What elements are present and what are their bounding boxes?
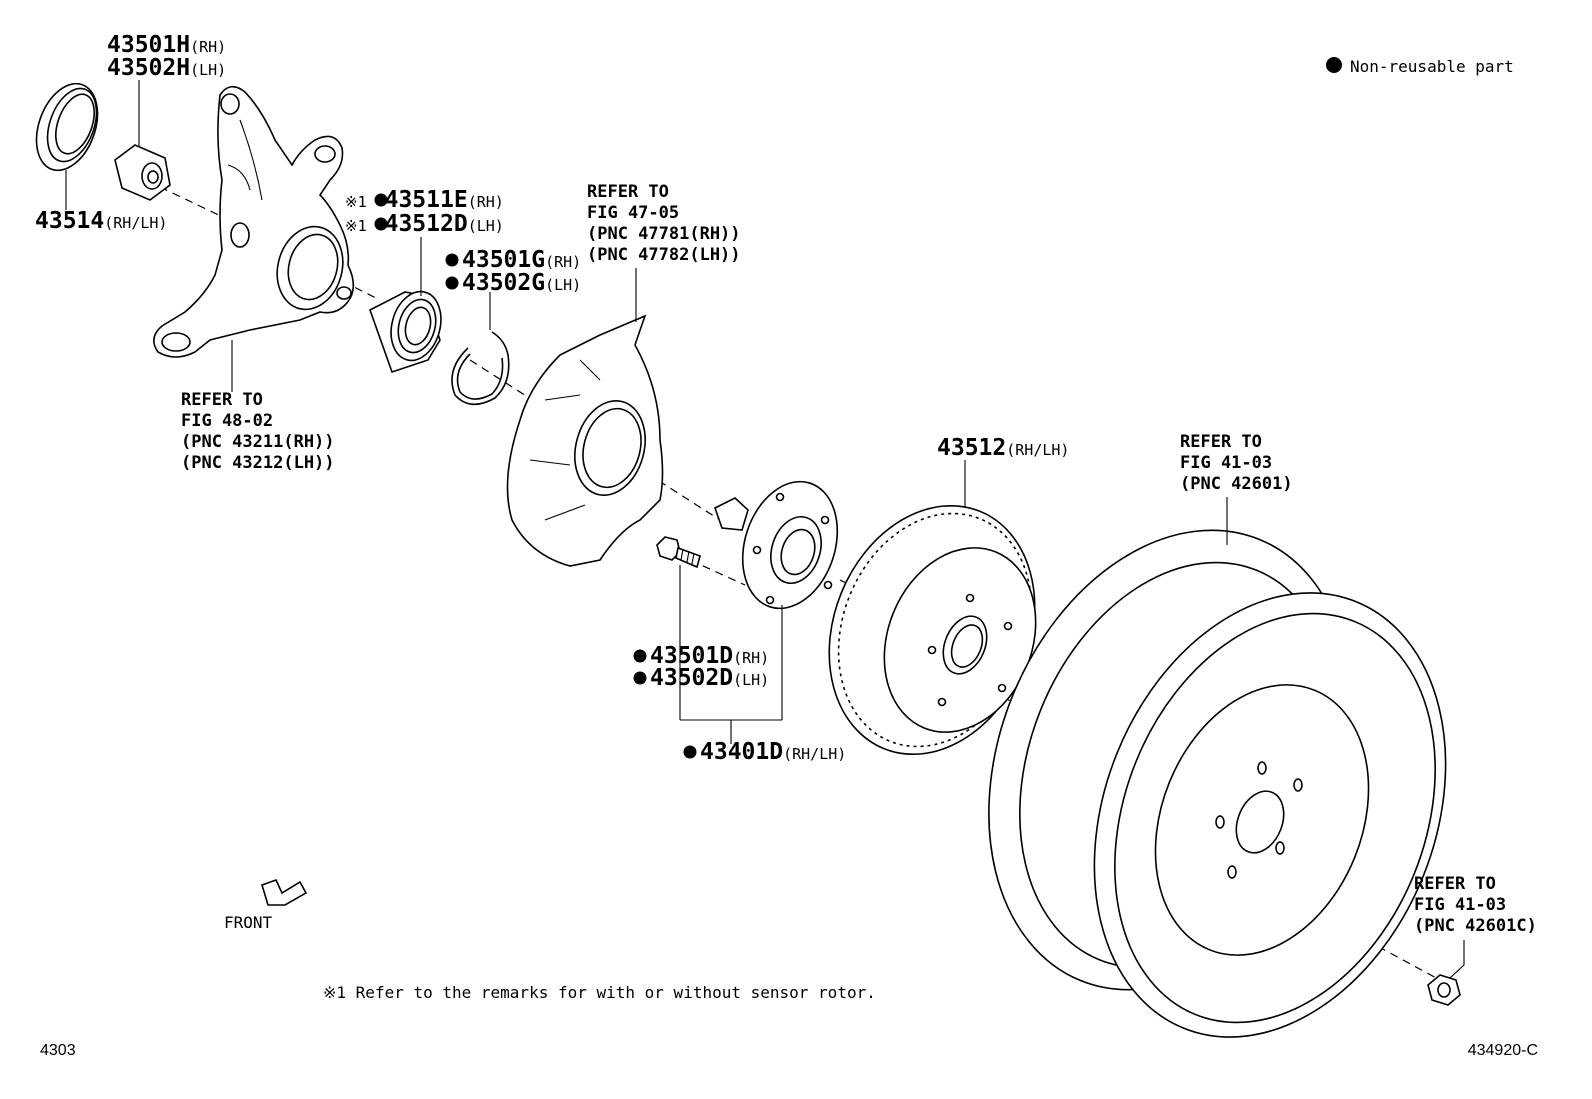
non-reusable-bullet-icon xyxy=(1326,57,1342,73)
label-43401d: 43401D(RH/LH) xyxy=(700,739,846,765)
non-reusable-bullet-icon xyxy=(683,745,697,759)
label-43501h: 43501H(RH) xyxy=(107,32,226,58)
label-43514: 43514(RH/LH) xyxy=(35,208,167,234)
legend-text: Non-reusable part xyxy=(1350,57,1514,76)
label-43502d: 43502D(LH) xyxy=(650,665,769,691)
non-reusable-bullet-icon xyxy=(374,217,388,231)
label-43512: 43512(RH/LH) xyxy=(937,435,1069,461)
label-43501g: 43501G(RH) xyxy=(462,247,581,273)
label-43502h: 43502H(LH) xyxy=(107,55,226,81)
dust-shield-part xyxy=(506,314,664,567)
ref-wheel-line-1: REFER TO xyxy=(1180,432,1262,452)
ref-wheel-line-2: FIG 41-03 xyxy=(1180,453,1272,473)
ref-knuckle-line-4: (PNC 43212(LH)) xyxy=(181,453,335,473)
label-43501d: 43501D(RH) xyxy=(650,643,769,669)
ref-nut-line-2: FIG 41-03 xyxy=(1414,895,1506,915)
non-reusable-bullet-icon xyxy=(633,649,647,663)
ref-shield-line-1: REFER TO xyxy=(587,182,669,202)
label-43502g: 43502G(LH) xyxy=(462,270,581,296)
non-reusable-bullet-icon xyxy=(445,276,459,290)
hub-bolt-part xyxy=(656,536,701,569)
wheel-bearing-part xyxy=(369,290,442,374)
snap-ring-part xyxy=(451,331,510,406)
figure-code: 4303 xyxy=(40,1042,76,1059)
wheel-part xyxy=(988,529,1447,1038)
front-label: FRONT xyxy=(224,913,273,932)
leader-hub-bracket xyxy=(679,565,783,744)
non-reusable-bullet-icon xyxy=(374,193,388,207)
oil-seal-part xyxy=(35,82,99,172)
wheel-nut-part xyxy=(1427,974,1461,1006)
ref-nut-line-1: REFER TO xyxy=(1414,874,1496,894)
bushing-part xyxy=(114,144,171,201)
ref-shield-line-4: (PNC 47782(LH)) xyxy=(587,245,741,265)
ref-shield-line-3: (PNC 47781(RH)) xyxy=(587,224,741,244)
non-reusable-bullet-icon xyxy=(633,671,647,685)
ref-knuckle-line-2: FIG 48-02 xyxy=(181,411,273,431)
footnote: ※1 Refer to the remarks for with or with… xyxy=(323,983,876,1002)
non-reusable-bullet-icon xyxy=(445,253,459,267)
steering-knuckle-part xyxy=(153,85,355,358)
front-arrow-icon xyxy=(261,879,308,906)
ref-knuckle-line-3: (PNC 43211(RH)) xyxy=(181,432,335,452)
ref-knuckle-line-1: REFER TO xyxy=(181,390,263,410)
ref-wheel-line-3: (PNC 42601) xyxy=(1180,474,1293,494)
illustration-code: 434920-C xyxy=(1468,1042,1538,1059)
ref-shield-line-2: FIG 47-05 xyxy=(587,203,679,223)
axle-hub-part xyxy=(714,480,839,610)
ref-nut-line-3: (PNC 42601C) xyxy=(1414,916,1537,936)
leader-nut-ref xyxy=(1449,940,1465,979)
legend: Non-reusable part xyxy=(1326,57,1514,76)
